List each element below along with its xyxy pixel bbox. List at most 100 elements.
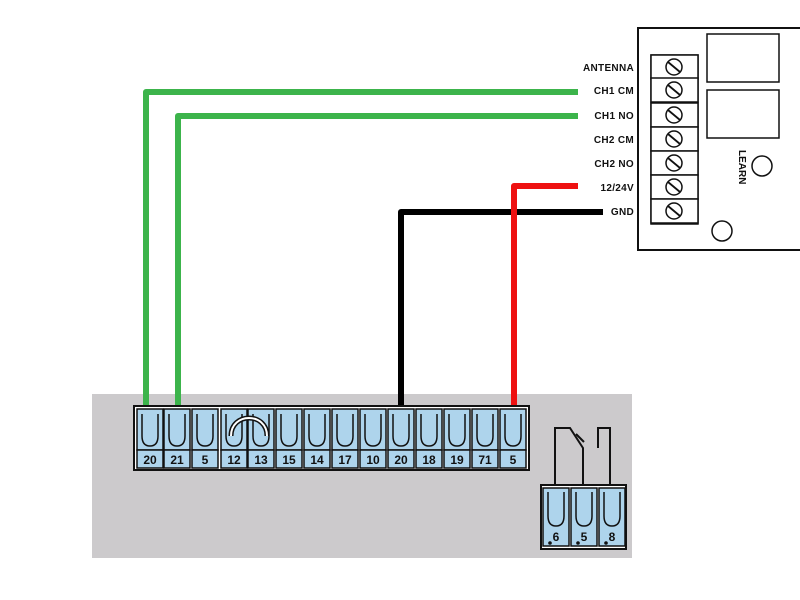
controller-terminal-label-cell — [415, 449, 443, 469]
controller-terminal-cell — [331, 408, 359, 451]
controller-terminal-number: 71 — [478, 453, 492, 467]
wire-ch1-no-green — [175, 113, 578, 416]
controller-terminal-number: 19 — [450, 453, 464, 467]
controller-terminal-71-12: 71 — [471, 408, 499, 469]
receiver-board: LEARN ANTENNA CH1 CM CH1 NO CH2 CM CH2 NO 12/… — [583, 27, 800, 251]
controller-terminal-cell — [499, 408, 527, 451]
jumper-wire-highlight — [230, 417, 268, 437]
receiver-label-gnd: GND — [611, 207, 634, 218]
controller-terminal-cell — [191, 408, 219, 451]
controller-terminal-20-0: 20 — [136, 408, 164, 469]
clamp-icon — [448, 414, 466, 447]
receiver-terminal-gnd: GND — [611, 198, 699, 224]
receiver-label-12-24v: 12/24V — [601, 183, 635, 194]
clamp-icon — [225, 414, 243, 447]
dot-marker — [548, 541, 552, 545]
clamp-icon — [252, 414, 270, 447]
controller-terminal-18-10: 18 — [415, 408, 443, 469]
dot-marker — [604, 541, 608, 545]
controller-terminal-label-cell — [499, 449, 527, 469]
screw-slot-icon — [667, 61, 681, 73]
screw-slot-icon — [667, 157, 681, 169]
clamp-icon — [336, 414, 354, 447]
controller-terminal-5-2: 5 — [191, 408, 219, 469]
controller-terminal-strip: 20 21 5 12 13 15 14 17 10 20 18 19 71 5 — [133, 405, 530, 471]
receiver-label-ch2-no: CH2 NO — [594, 159, 634, 170]
clamp-icon — [308, 414, 326, 447]
receiver-label-ch2-cm: CH2 CM — [594, 135, 634, 146]
controller-terminal-cell — [163, 408, 191, 451]
controller-terminal-cell — [247, 408, 275, 451]
controller-terminal-number: 17 — [338, 453, 352, 467]
learn-button[interactable] — [751, 155, 773, 177]
clamp-icon — [196, 414, 214, 447]
controller-terminal-label-cell — [331, 449, 359, 469]
wire-power-red — [511, 183, 578, 416]
controller-terminal-label-cell — [471, 449, 499, 469]
dot-marker — [576, 541, 580, 545]
clamp-icon — [280, 414, 298, 447]
wires — [143, 89, 603, 416]
controller-terminal-number: 18 — [422, 453, 436, 467]
controller-terminal-cell — [443, 408, 471, 451]
relay-block: 6 5 8 — [540, 427, 627, 550]
clamp-icon — [141, 414, 159, 447]
receiver-component-top — [706, 33, 780, 83]
clamp-icon — [364, 414, 382, 447]
controller-terminal-cell — [136, 408, 164, 451]
relay-terminal-8: 8 — [598, 487, 626, 547]
controller-terminal-12-3: 12 — [220, 408, 248, 469]
screw-slot-icon — [667, 109, 681, 121]
learn-label: LEARN — [736, 150, 747, 184]
wire-ch1-cm-green — [143, 89, 578, 416]
controller-terminal-cell — [303, 408, 331, 451]
relay-terminal-number: 6 — [553, 530, 560, 544]
receiver-terminal-antenna: ANTENNA — [583, 54, 699, 80]
controller-terminal-label-cell — [136, 449, 164, 469]
clamp-icon — [476, 414, 494, 447]
controller-terminal-number: 21 — [170, 453, 184, 467]
receiver-terminal-ch1-cm: CH1 CM — [594, 77, 699, 103]
clamp-icon — [392, 414, 410, 447]
controller-terminal-10-8: 10 — [359, 408, 387, 469]
controller-terminal-number: 5 — [510, 453, 517, 467]
clamp-icon — [504, 414, 522, 447]
controller-terminal-5-13: 5 — [499, 408, 527, 469]
controller-terminal-cell — [387, 408, 415, 451]
screw-slot-icon — [667, 133, 681, 145]
relay-terminal-number: 5 — [581, 530, 588, 544]
screw-slot-icon — [667, 205, 681, 217]
controller-terminal-cell — [359, 408, 387, 451]
controller-terminal-number: 20 — [394, 453, 408, 467]
controller-terminal-17-7: 17 — [331, 408, 359, 469]
controller-terminal-label-cell — [275, 449, 303, 469]
controller-terminal-cell — [275, 408, 303, 451]
controller-terminal-number: 13 — [254, 453, 268, 467]
controller-terminal-label-cell — [359, 449, 387, 469]
receiver-label-ch1-no: CH1 NO — [594, 111, 634, 122]
receiver-label-ch1-cm: CH1 CM — [594, 86, 634, 97]
relay-contact-tick — [575, 433, 585, 443]
clamp-icon — [168, 414, 186, 447]
controller-terminal-14-6: 14 — [303, 408, 331, 469]
controller-terminal-20-9: 20 — [387, 408, 415, 469]
controller-terminal-number: 5 — [202, 453, 209, 467]
wire-gnd-black — [398, 209, 603, 416]
controller-terminal-label-cell — [220, 449, 248, 469]
controller-terminal-19-11: 19 — [443, 408, 471, 469]
controller-terminal-cell — [415, 408, 443, 451]
relay-terminal-5: 5 — [570, 487, 598, 547]
relay-terminal-6: 6 — [542, 487, 570, 547]
clamp-icon — [575, 492, 593, 527]
receiver-terminal-ch1-no: CH1 NO — [594, 102, 699, 128]
receiver-terminal-ch2-no: CH2 NO — [594, 150, 699, 176]
controller-terminal-number: 14 — [310, 453, 324, 467]
controller-terminal-label-cell — [191, 449, 219, 469]
controller-terminal-number: 12 — [227, 453, 241, 467]
controller-terminal-number: 15 — [282, 453, 296, 467]
controller-terminal-label-cell — [387, 449, 415, 469]
relay-terminal-number: 8 — [609, 530, 616, 544]
receiver-component-bottom — [706, 89, 780, 139]
controller-terminal-label-cell — [247, 449, 275, 469]
